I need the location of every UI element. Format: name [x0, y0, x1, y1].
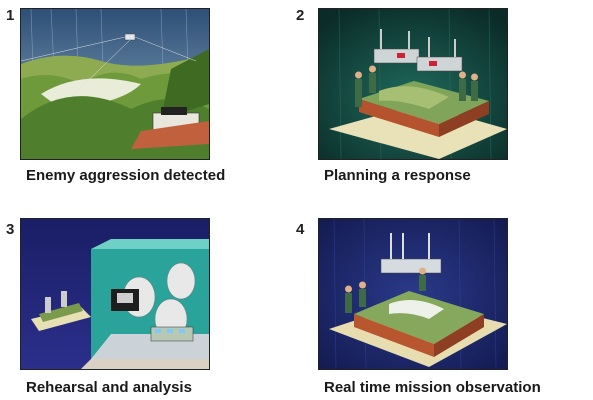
illustration-planning-response — [318, 8, 508, 160]
illustration-enemy-aggression — [20, 8, 210, 160]
panel-number-3: 3 — [6, 221, 15, 238]
caption-2: Planning a response — [324, 167, 471, 184]
illustration-mission-observation — [318, 218, 508, 370]
caption-1: Enemy aggression detected — [26, 167, 226, 184]
caption-3: Rehearsal and analysis — [26, 379, 192, 396]
panel-number-2: 2 — [296, 7, 305, 24]
caption-4: Real time mission observation — [324, 379, 541, 396]
panel-number-4: 4 — [296, 221, 305, 238]
panel-number-1: 1 — [6, 7, 15, 24]
illustration-rehearsal-analysis — [20, 218, 210, 370]
